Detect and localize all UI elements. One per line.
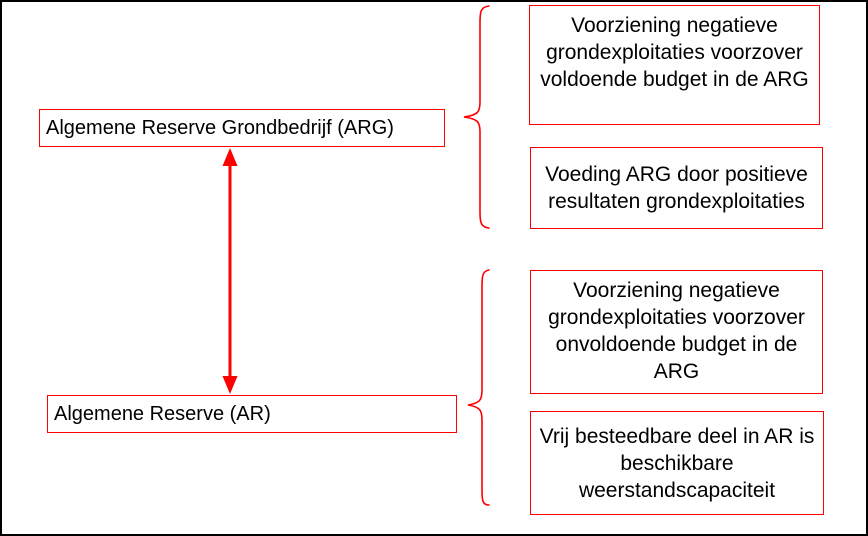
arg-note-voeding: Voeding ARG door positieve resultaten gr… [530,147,823,229]
ar-box: Algemene Reserve (AR) [47,395,457,433]
brace-arg-icon [463,5,490,229]
arg-box: Algemene Reserve Grondbedrijf (ARG) [39,109,445,147]
ar-box-label: Algemene Reserve (AR) [54,402,271,425]
ar-note-voorziening: Voorziening negatieve grondexploitaties … [530,270,823,394]
arg-box-label: Algemene Reserve Grondbedrijf (ARG) [46,116,394,139]
ar-note-weerstandscapaciteit: Vrij besteedbare deel in AR is beschikba… [530,411,824,515]
arg-note-voorziening: Voorziening negatieve grondexploitaties … [529,5,820,125]
brace-ar-icon [467,269,490,506]
double-arrow-icon [222,148,238,394]
